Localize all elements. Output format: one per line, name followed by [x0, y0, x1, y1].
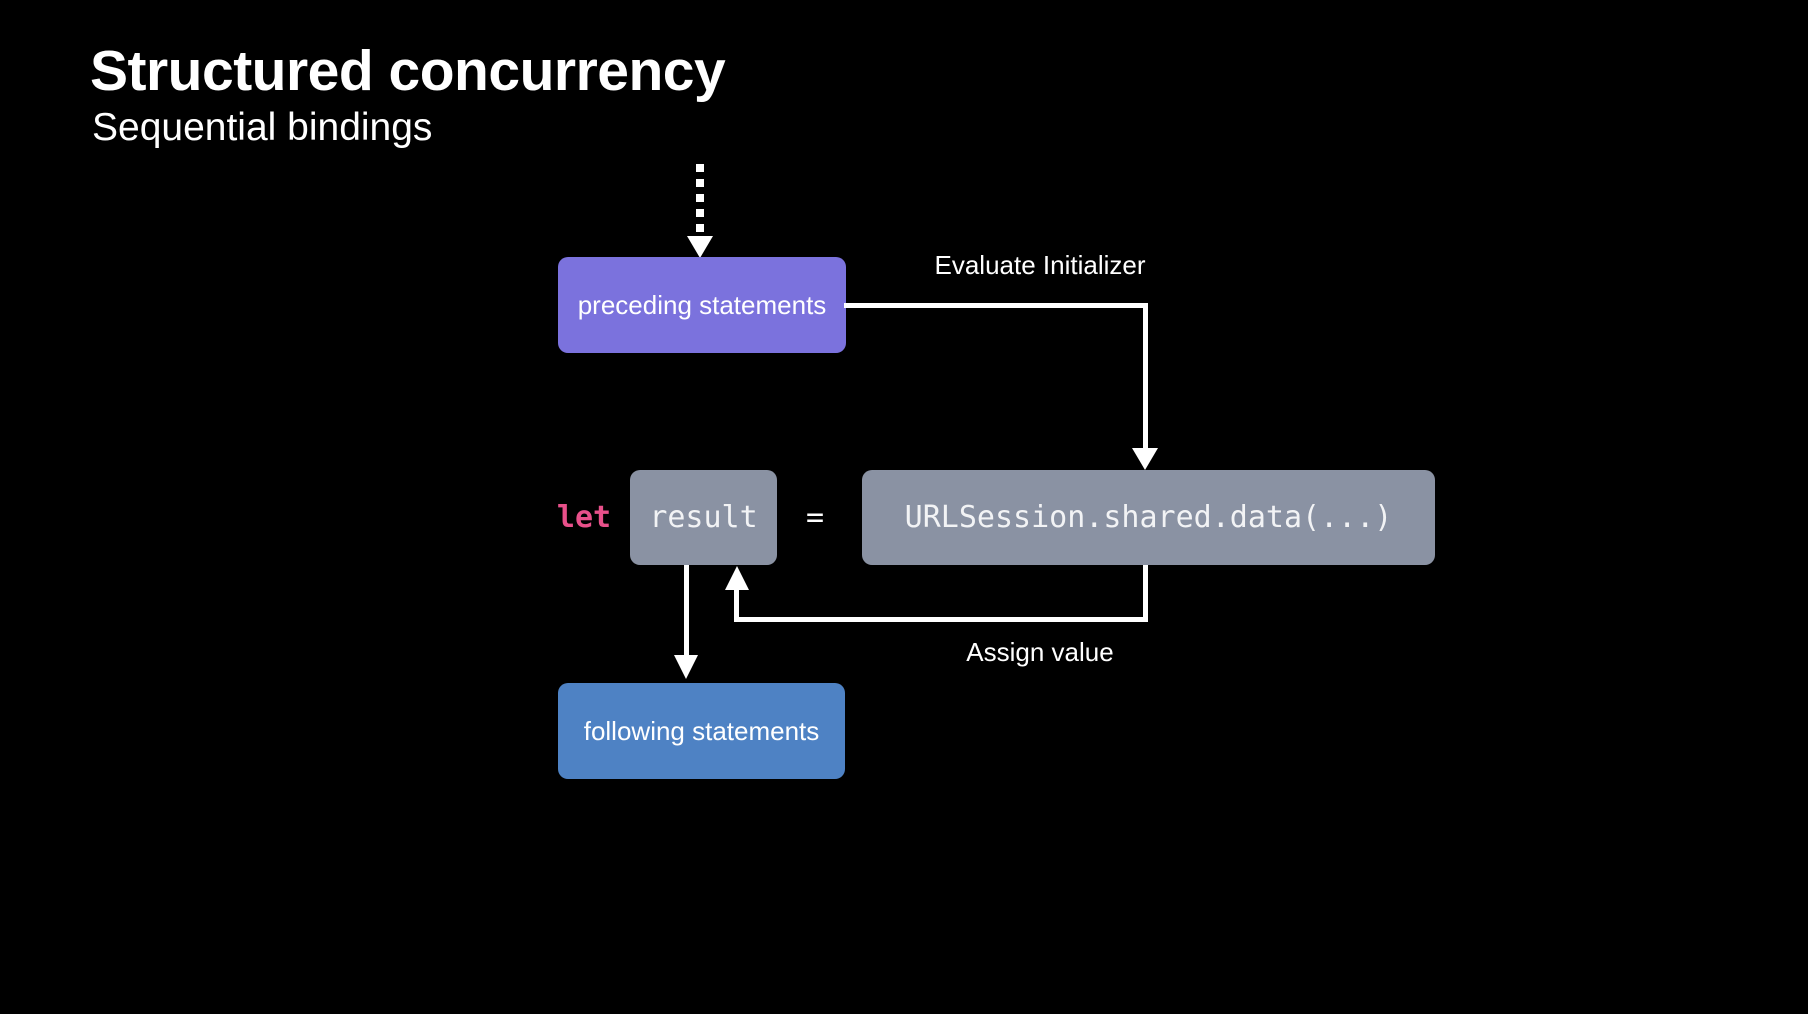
result-node: result: [630, 470, 777, 565]
assign-arrow-horizontal-line: [734, 617, 1148, 622]
assign-arrow-head-icon: [725, 566, 749, 590]
assign-arrow-right-line: [1143, 565, 1148, 622]
evaluate-arrow-head-icon: [1132, 448, 1158, 470]
preceding-statements-node: preceding statements: [558, 257, 846, 353]
following-statements-label: following statements: [583, 715, 820, 746]
slide-subtitle: Sequential bindings: [92, 106, 433, 149]
incoming-dashed-arrow-head-icon: [687, 236, 713, 258]
let-keyword: let: [556, 500, 612, 535]
assign-value-label: Assign value: [966, 637, 1114, 667]
slide-title: Structured concurrency: [90, 39, 726, 103]
evaluate-initializer-label: Evaluate Initializer: [934, 250, 1146, 280]
initializer-node: URLSession.shared.data(...): [862, 470, 1435, 565]
following-arrow-head-icon: [674, 655, 698, 679]
following-statements-node: following statements: [558, 683, 845, 779]
evaluate-arrow-horizontal-line: [844, 303, 1148, 308]
incoming-dashed-arrow-line: [696, 164, 704, 236]
evaluate-arrow-vertical-line: [1143, 303, 1148, 450]
following-arrow-line: [684, 565, 689, 657]
assign-arrow-left-line: [734, 590, 739, 622]
preceding-statements-label: preceding statements: [577, 289, 827, 320]
equals-operator: =: [805, 500, 825, 535]
initializer-label: URLSession.shared.data(...): [904, 500, 1393, 535]
result-label: result: [649, 500, 758, 535]
